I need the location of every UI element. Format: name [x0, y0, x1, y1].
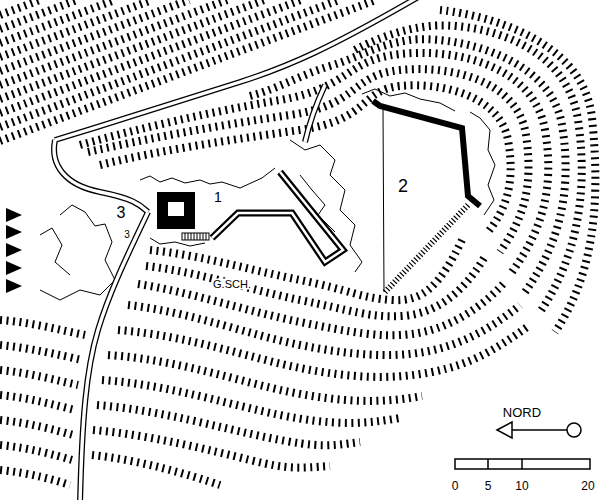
scale-bar [455, 459, 590, 469]
steps [182, 233, 209, 240]
north-label: NORD [502, 406, 542, 419]
curtain-wall [212, 172, 343, 262]
cliff-marks [6, 208, 22, 293]
north-arrow [497, 422, 581, 438]
callout-number: 1 [213, 190, 223, 204]
callout-number: 3 [116, 205, 127, 221]
road [54, 0, 420, 500]
scale-number: 20 [580, 480, 595, 492]
scale-number: 10 [514, 480, 529, 492]
tower-ruin [157, 192, 195, 229]
slope-hachures [80, 10, 595, 332]
callout-number: 2 [397, 177, 409, 195]
scale-number: 5 [484, 480, 493, 492]
callout-number: 3 [123, 230, 131, 240]
outer-bailey [373, 101, 480, 292]
scale-number: 0 [451, 480, 460, 492]
area-label: G.SCH. [212, 279, 252, 290]
